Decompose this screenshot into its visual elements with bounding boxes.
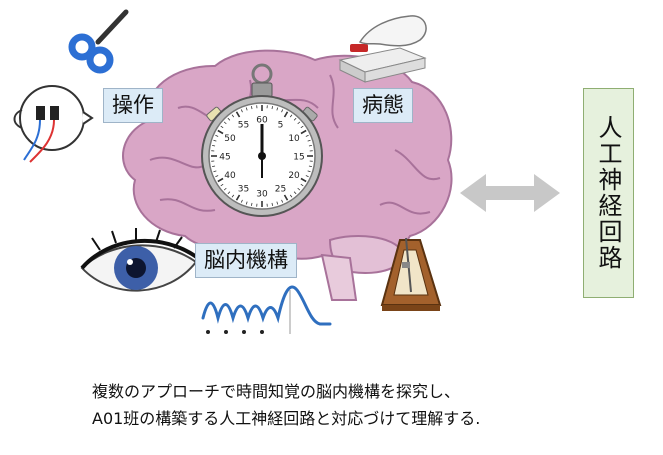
key-icon — [68, 9, 129, 74]
stopwatch-tick — [305, 175, 309, 178]
stopwatch-number: 5 — [278, 120, 284, 130]
stopwatch-tick — [308, 165, 312, 167]
stopwatch-tick — [227, 191, 231, 195]
stopwatch-tick — [220, 183, 224, 187]
stopwatch-number: 55 — [238, 120, 249, 130]
stopwatch-tick — [220, 125, 224, 129]
stopwatch-tick — [215, 134, 219, 137]
stopwatch-number: 25 — [275, 185, 286, 195]
metronome-icon — [380, 237, 442, 311]
stopwatch-tick — [283, 194, 289, 201]
stopwatch-tick — [245, 107, 248, 111]
stopwatch-tick — [276, 107, 279, 111]
stopwatch-tick — [276, 201, 279, 205]
stopwatch-tick — [245, 201, 248, 205]
stopwatch-tick — [271, 106, 273, 110]
stopwatch-tick — [231, 194, 235, 198]
stopwatch-tick — [293, 117, 297, 121]
stopwatch-number: 60 — [256, 116, 268, 126]
stopwatch-number: 15 — [293, 153, 304, 163]
stopwatch-ticks — [211, 105, 313, 207]
stopwatch-tick — [300, 129, 307, 135]
label-operation: 操作 — [103, 88, 163, 123]
double-arrow-icon — [460, 174, 560, 212]
stopwatch-tick — [300, 183, 304, 187]
stopwatch-number: 45 — [219, 153, 230, 163]
stopwatch-tick — [289, 194, 293, 198]
stopwatch-tick — [281, 109, 284, 113]
stopwatch-number: 40 — [224, 171, 236, 181]
stopwatch-tick — [251, 106, 253, 110]
stopwatch-tick — [217, 129, 224, 135]
stopwatch-tick — [293, 191, 297, 195]
stopwatch-tick — [217, 177, 224, 183]
stopwatch-tick — [231, 114, 235, 118]
stopwatch-number: 35 — [238, 185, 249, 195]
stopwatch-tick — [213, 139, 217, 142]
head-electrode-icon — [13, 85, 94, 163]
stopwatch-tick — [300, 177, 307, 183]
stopwatch-tick — [215, 175, 219, 178]
artificial-network-panel: 人工神経回路 — [583, 88, 634, 298]
wave-signal — [201, 285, 332, 334]
stopwatch-tick — [251, 202, 253, 206]
stopwatch-tick — [281, 199, 284, 203]
stopwatch-tick — [271, 202, 273, 206]
stopwatch-tick — [308, 145, 312, 147]
caption-line-1: 複数のアプローチで時間知覚の脳内機構を探究し、 — [92, 382, 461, 401]
stopwatch-tick — [240, 109, 243, 113]
stopwatch-number: 10 — [288, 134, 300, 144]
stopwatch-number: 20 — [288, 171, 300, 181]
caption-line-2: A01班の構築する人工神経回路と対応づけて理解する. — [92, 409, 481, 428]
stopwatch-tick — [223, 187, 227, 191]
stopwatch-tick — [235, 111, 241, 118]
stopwatch-tick — [297, 187, 301, 191]
stopwatch-tick — [223, 121, 227, 125]
eye-icon — [80, 228, 200, 292]
button-press-icon — [338, 15, 427, 83]
stopwatch-tick — [212, 165, 216, 167]
stopwatch-tick — [213, 170, 217, 173]
stopwatch-tick — [305, 134, 309, 137]
stopwatch-tick — [212, 145, 216, 147]
label-brain-mechanism: 脳内機構 — [195, 243, 297, 278]
stopwatch-tick — [307, 139, 311, 142]
stopwatch-tick — [227, 117, 231, 121]
stopwatch-tick — [300, 125, 304, 129]
stopwatch-tick — [235, 194, 241, 201]
stopwatch-number: 50 — [224, 134, 236, 144]
label-pathology: 病態 — [353, 88, 413, 123]
label-artificial-network: 人工神経回路 — [594, 115, 622, 271]
stopwatch-tick — [283, 111, 289, 118]
stopwatch-tick — [240, 199, 243, 203]
caption: 複数のアプローチで時間知覚の脳内機構を探究し、 A01班の構築する人工神経回路と… — [92, 378, 652, 432]
stopwatch-number: 30 — [256, 190, 268, 200]
stopwatch-tick — [289, 114, 293, 118]
stopwatch-tick — [297, 121, 301, 125]
stopwatch-tick — [307, 170, 311, 173]
